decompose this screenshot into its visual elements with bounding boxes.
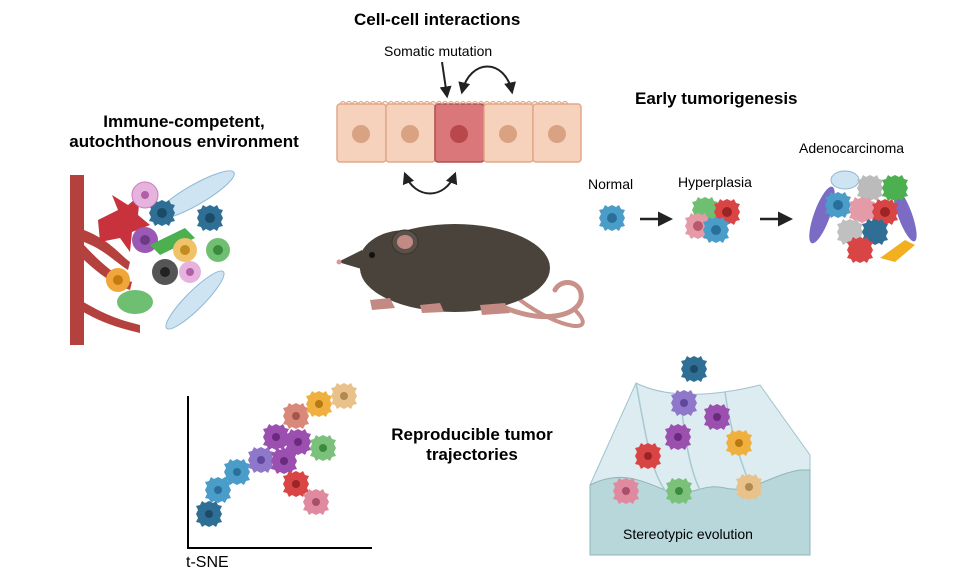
title-cell-interactions: Cell-cell interactions bbox=[354, 10, 521, 29]
tsne-points bbox=[196, 383, 357, 527]
label-adenocarcinoma: Adenocarcinoma bbox=[799, 140, 905, 156]
title-immune-line2: autochthonous environment bbox=[69, 132, 299, 151]
blood-vessel bbox=[70, 175, 132, 345]
title-reproducible-line2: trajectories bbox=[426, 445, 518, 464]
label-stereotypic-evolution: Stereotypic evolution bbox=[623, 526, 753, 542]
somatic-mutation-arrow bbox=[439, 61, 452, 99]
dendritic-cell bbox=[98, 195, 150, 252]
immune-environment bbox=[70, 170, 235, 345]
tumorigenesis-progression bbox=[599, 170, 917, 263]
epithelium-row bbox=[336, 100, 582, 163]
label-hyperplasia: Hyperplasia bbox=[678, 174, 752, 190]
mouse-illustration bbox=[336, 224, 585, 328]
title-early-tumorigenesis: Early tumorigenesis bbox=[635, 89, 798, 108]
curved-arrow-top bbox=[458, 65, 516, 95]
label-normal: Normal bbox=[588, 176, 634, 192]
tsne-axes bbox=[187, 396, 372, 549]
interaction-arrows bbox=[402, 61, 516, 195]
tsne-plot bbox=[187, 383, 372, 549]
title-reproducible-line1: Reproducible tumor bbox=[391, 425, 553, 444]
label-somatic-mutation: Somatic mutation bbox=[384, 43, 493, 59]
adenocarcinoma-cluster bbox=[809, 170, 917, 263]
title-immune: Immune-competent, autochthonous environm… bbox=[64, 112, 304, 152]
fibroblast bbox=[165, 270, 225, 330]
evolution-landscape bbox=[589, 356, 811, 556]
title-reproducible: Reproducible tumor trajectories bbox=[372, 425, 572, 465]
axis-label-tsne: t-SNE bbox=[186, 554, 229, 571]
title-immune-line1: Immune-competent, bbox=[103, 112, 265, 131]
curved-arrow-bottom bbox=[402, 171, 458, 195]
